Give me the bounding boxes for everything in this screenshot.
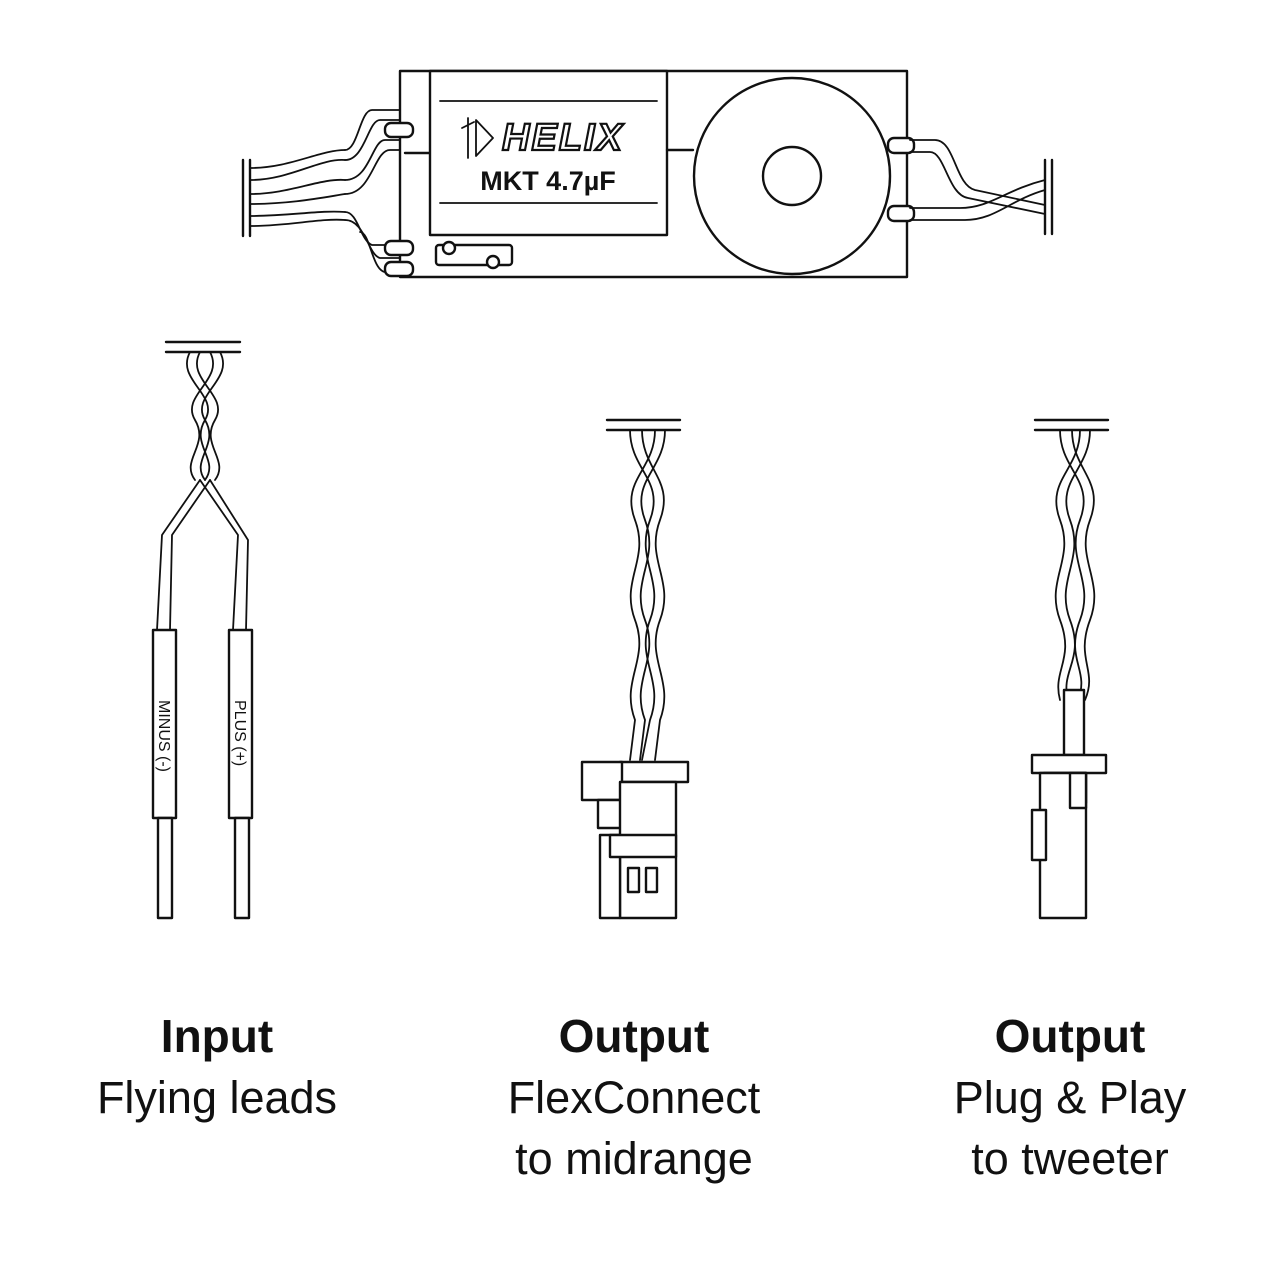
input-cable-stub (241, 109, 432, 278)
flexconnect-output (580, 418, 690, 920)
plus-conductor (233, 816, 251, 920)
brand-logo: HELIX (502, 117, 625, 159)
flexconnect-plug (580, 760, 690, 920)
caption-flexconnect: Output FlexConnect to midrange (444, 1005, 824, 1189)
plus-label: PLUS (+) (231, 700, 248, 766)
twisted-pair (1054, 429, 1096, 701)
caption-input: Input Flying leads (27, 1005, 407, 1128)
twisted-pair (186, 351, 224, 481)
caption-line: Flying leads (96, 1072, 338, 1123)
caption-title: Output (558, 1010, 710, 1062)
tweeter-plug (1030, 753, 1108, 920)
output-cable-stub (886, 136, 1054, 236)
crossover-module: HELIX MKT 4.7µF (241, 69, 1054, 279)
caption-title: Output (994, 1010, 1146, 1062)
caption-line: FlexConnect (507, 1072, 761, 1123)
caption-title: Input (160, 1010, 274, 1062)
caption-line: Plug & Play (953, 1072, 1187, 1123)
caption-line: to tweeter (971, 1133, 1169, 1184)
resistor (434, 240, 514, 270)
caption-line: to midrange (515, 1133, 753, 1184)
input-flying-leads: MINUS (-) PLUS (+) (151, 340, 254, 920)
capacitor: HELIX MKT 4.7µF (428, 69, 669, 237)
inductor-coil (665, 76, 892, 276)
twisted-pair (629, 429, 666, 761)
tweeter-lead (1062, 688, 1086, 757)
capacitor-value-label: MKT 4.7µF (480, 166, 616, 196)
minus-label: MINUS (-) (155, 700, 172, 772)
minus-conductor (156, 816, 174, 920)
caption-plug-and-play: Output Plug & Play to tweeter (880, 1005, 1260, 1189)
helix-logo-icon (461, 117, 494, 159)
plug-and-play-output (1030, 418, 1110, 920)
